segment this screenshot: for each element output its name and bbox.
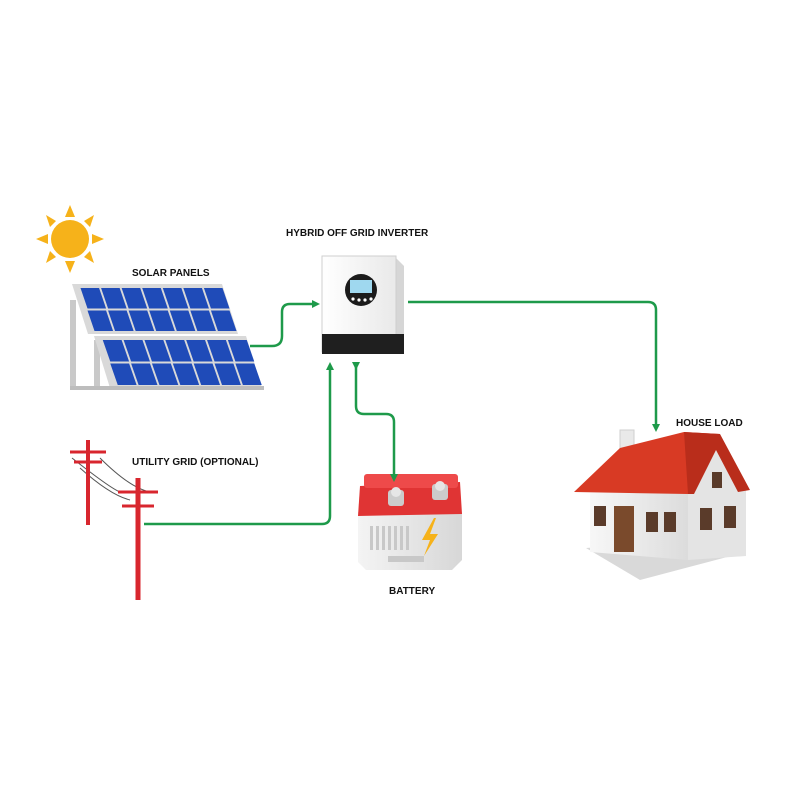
battery-icon (358, 474, 462, 570)
solar-cell (151, 363, 179, 385)
lightning-bolt-icon (422, 518, 438, 556)
battery-label: BATTERY (389, 586, 435, 597)
solar-cell (149, 310, 175, 331)
solar-cell (183, 288, 209, 309)
solar-cell (110, 363, 137, 385)
solar-cell (193, 363, 221, 385)
solar-cell (169, 310, 196, 331)
solar-cell (123, 340, 150, 362)
arrow-inverter-to-house (408, 300, 660, 432)
solar-cell (128, 310, 155, 331)
utility-pole-icon (70, 440, 158, 600)
solar-panel-array (70, 284, 264, 390)
solar-cell (87, 310, 114, 331)
solar-cell (101, 288, 127, 309)
solar-cell (121, 288, 148, 309)
solar-cell (235, 363, 262, 385)
solar-cell (227, 340, 255, 362)
solar-cell (210, 310, 237, 331)
arrow-inverter-battery (352, 362, 398, 482)
hybrid-inverter (321, 255, 404, 354)
arrow-grid-to-inverter (144, 362, 334, 526)
solar-cell (190, 310, 216, 331)
inverter-label: HYBRID OFF GRID INVERTER (286, 228, 429, 239)
house-load-label: HOUSE LOAD (676, 418, 743, 429)
solar-cell (142, 288, 168, 309)
solar-cell (203, 288, 230, 309)
house-icon (574, 429, 750, 580)
solar-cell (207, 340, 234, 362)
solar-cell (214, 363, 241, 385)
solar-cell (108, 310, 134, 331)
utility-grid-label: UTILITY GRID (OPTIONAL) (132, 457, 258, 468)
solar-cell (172, 363, 200, 385)
flow-arrows (144, 300, 660, 526)
solar-cell (144, 340, 171, 362)
arrow-solar-to-inverter (250, 300, 320, 348)
solar-cell (165, 340, 192, 362)
solar-cell (102, 340, 130, 362)
solar-cell (186, 340, 213, 362)
solar-cell (162, 288, 189, 309)
solar-cell (80, 288, 107, 309)
solar-panels-label: SOLAR PANELS (132, 268, 210, 279)
sun-icon (36, 205, 104, 273)
solar-cell (131, 363, 158, 385)
